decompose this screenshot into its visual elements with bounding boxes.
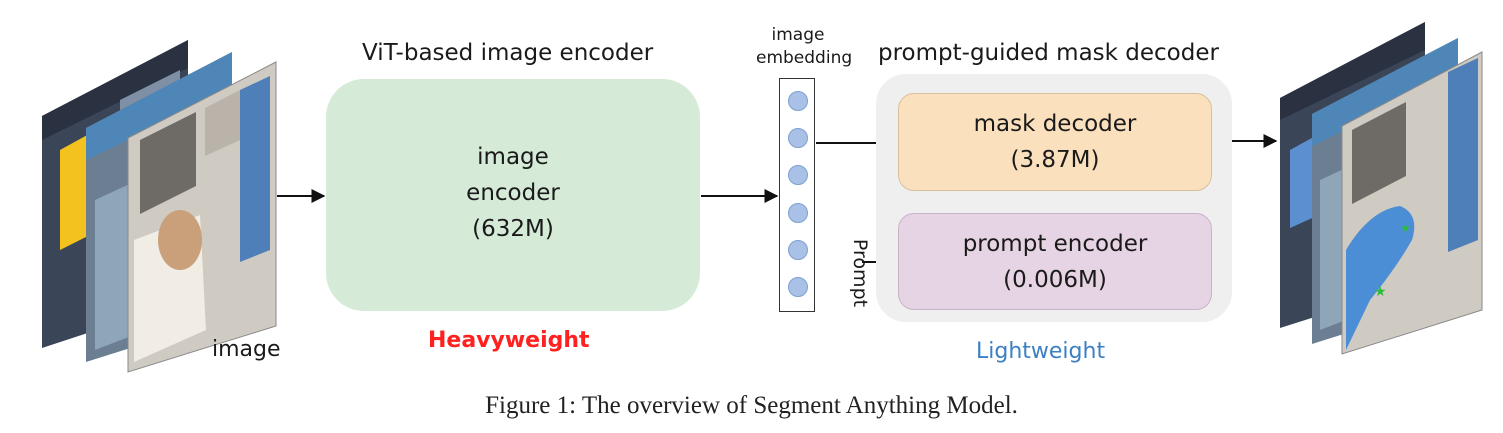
embedding-label-line-2: embedding [756, 48, 853, 68]
prompt-encoder-line-1: prompt encoder [962, 231, 1148, 257]
mask-decoder-line-1: mask decoder [973, 111, 1137, 137]
prompt-encoder-box: prompt encoder (0.006M) [898, 213, 1212, 310]
segmentation-mask [1346, 206, 1415, 350]
input-image-label: image [212, 337, 281, 362]
embedding-dot [788, 277, 808, 297]
embedding-dot [788, 240, 808, 260]
lightweight-label: Lightweight [976, 339, 1106, 364]
prompt-encoder-line-2: (0.006M) [1003, 267, 1107, 293]
svg-text:★: ★ [1400, 221, 1411, 235]
mask-decoder-line-2: (3.87M) [1010, 147, 1100, 173]
encoder-line-2: encoder [466, 180, 560, 206]
decoder-title: prompt-guided mask decoder [878, 40, 1219, 66]
mask-decoder-box: mask decoder (3.87M) [898, 93, 1212, 191]
embedding-dot [788, 128, 808, 148]
svg-text:★: ★ [1374, 284, 1387, 300]
encoder-title: ViT-based image encoder [362, 40, 654, 66]
embedding-dot [788, 165, 808, 185]
embedding-dot [788, 203, 808, 223]
image-embedding-column [779, 78, 815, 312]
input-image-stack [42, 40, 277, 373]
output-image-stack: ★ ★ [1280, 22, 1483, 355]
embedding-dot [788, 91, 808, 111]
embedding-label-line-1: image [771, 25, 825, 45]
encoder-line-3: (632M) [472, 216, 554, 242]
image-encoder-box: image encoder (632M) [326, 79, 700, 311]
encoder-line-1: image [477, 144, 549, 170]
heavyweight-label: Heavyweight [428, 328, 590, 353]
embedding-label: image embedding [756, 24, 853, 70]
prompt-input-label: Prompt [849, 238, 872, 308]
figure-caption: Figure 1: The overview of Segment Anythi… [485, 392, 1018, 419]
